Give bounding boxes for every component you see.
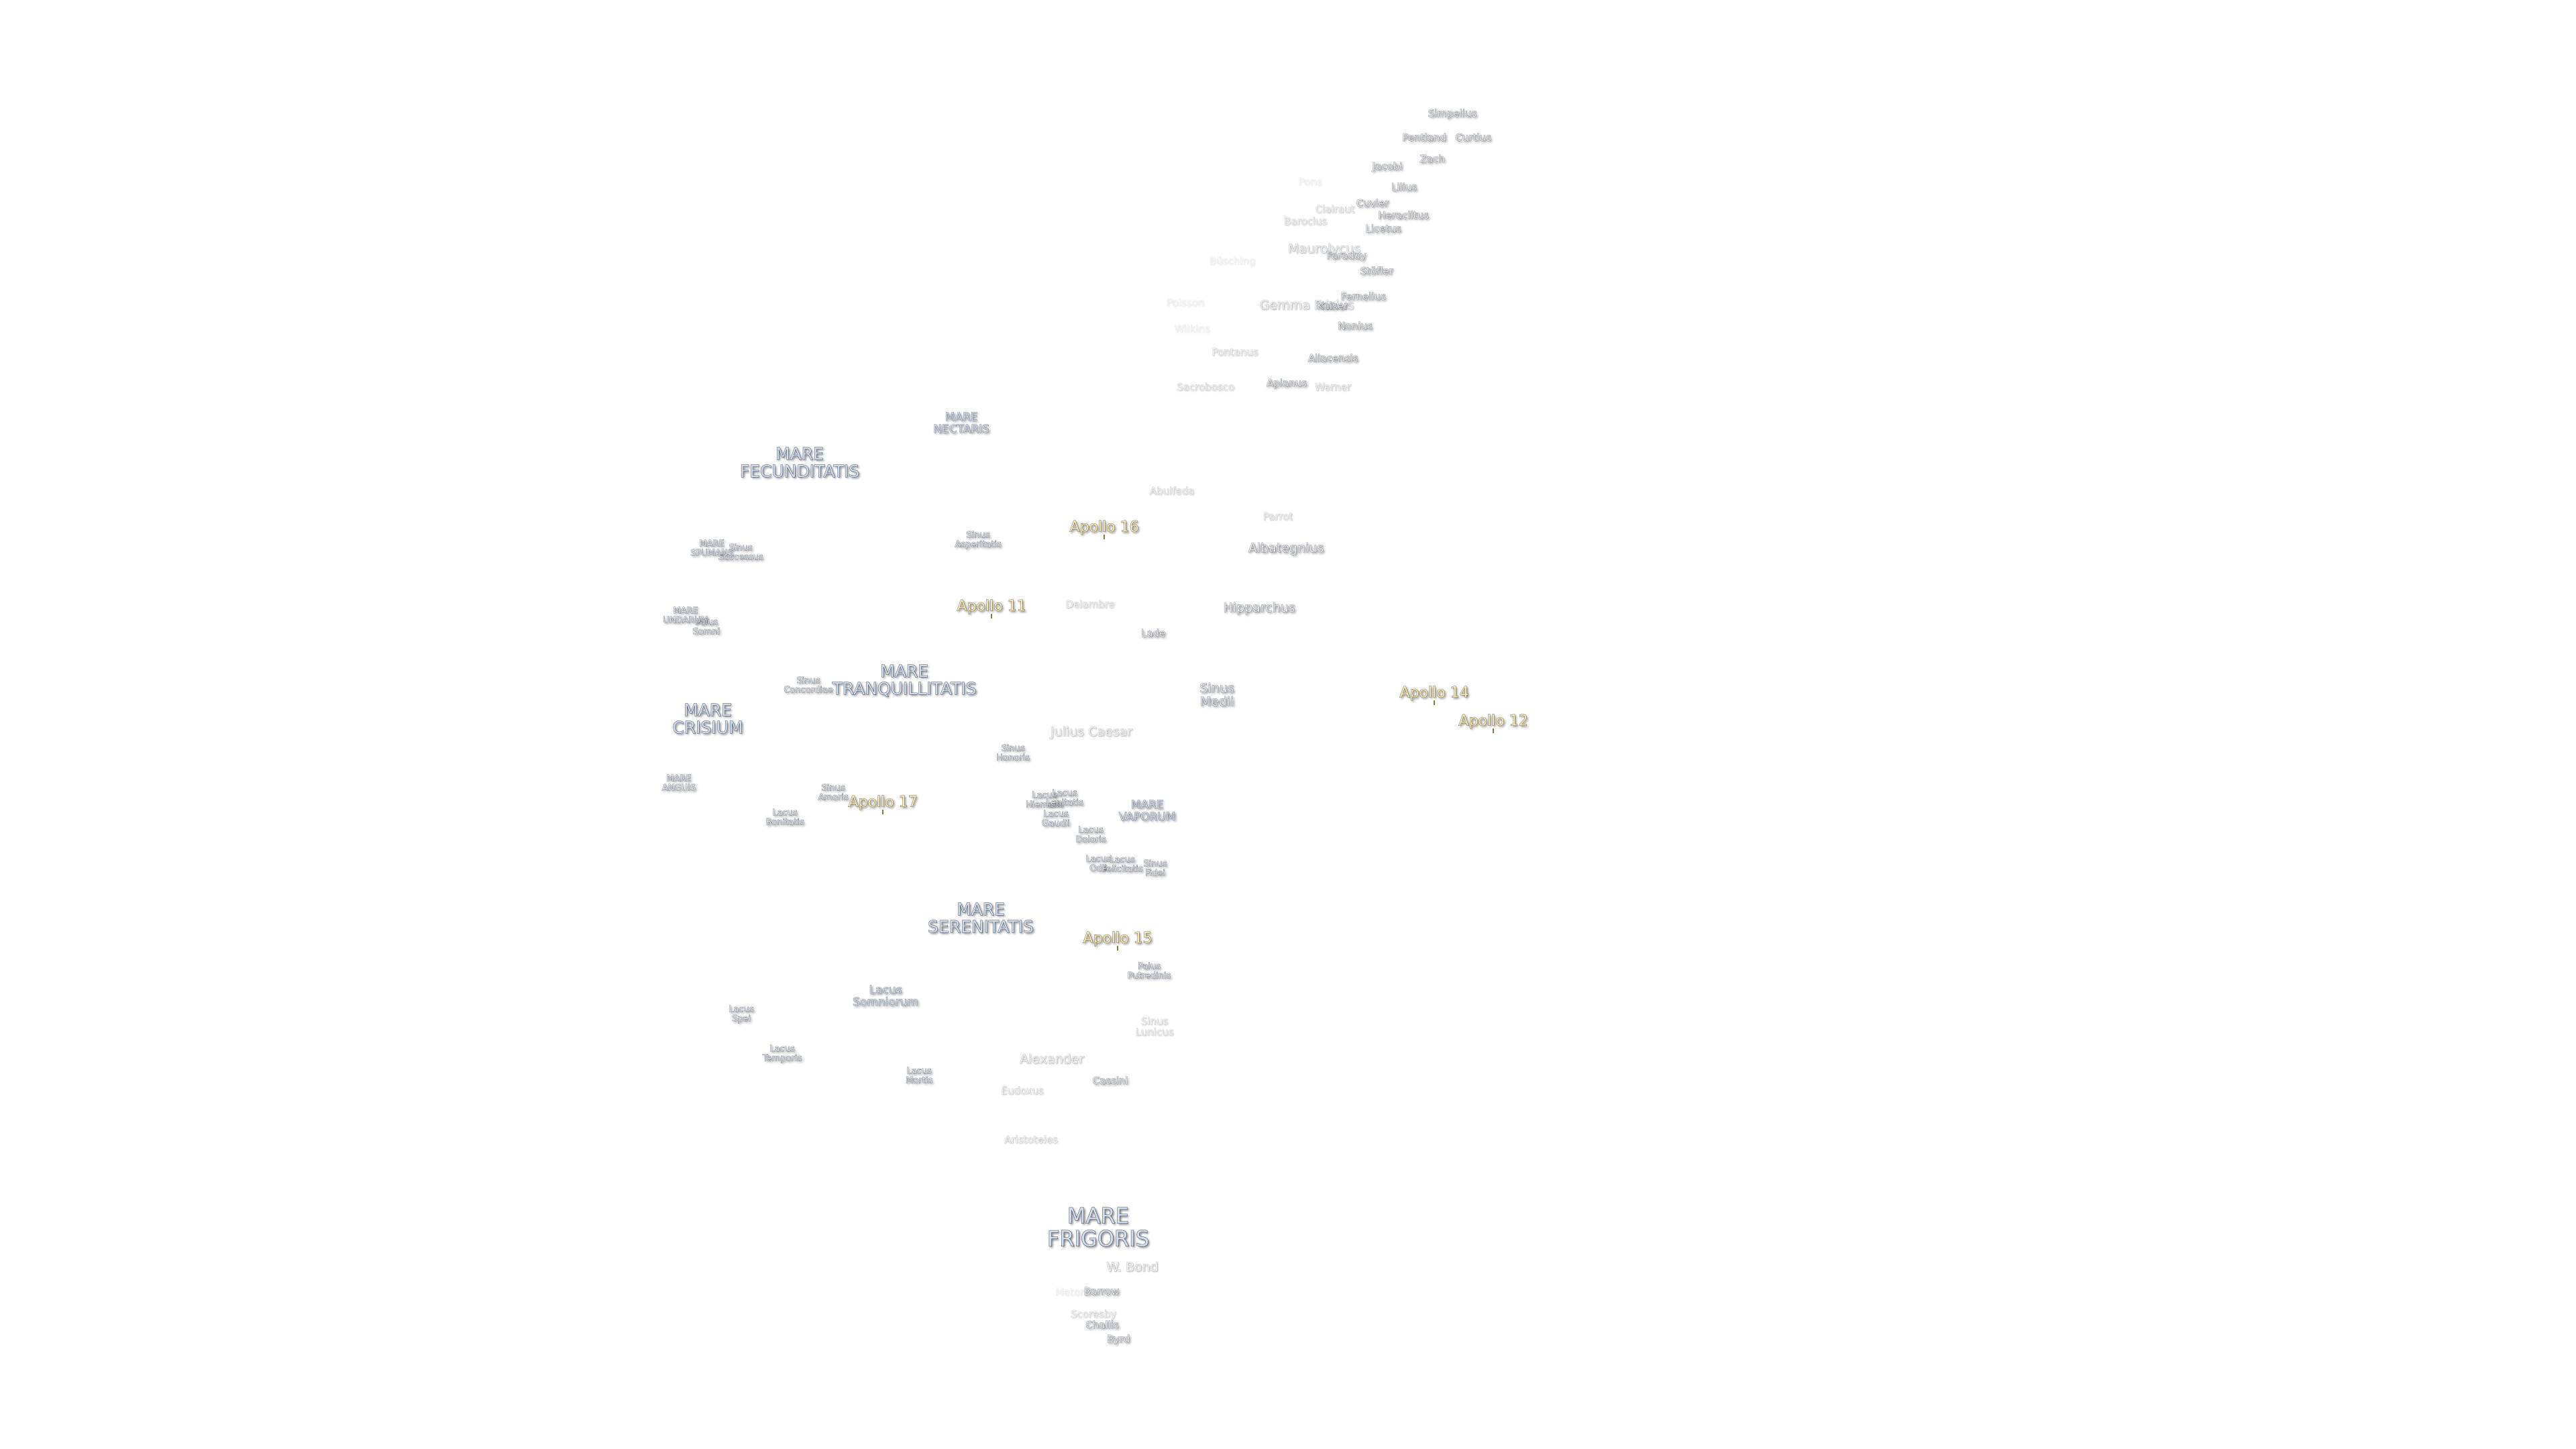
map-label-mare-fecunditatis: MARE FECUNDITATIS (739, 443, 860, 481)
map-label-barrow: Barrow (1083, 1285, 1120, 1298)
map-label-lacus-felicitatis: Lacus Felicitatis (1102, 855, 1143, 874)
landing-site-apollo-15: Apollo 15 (1083, 930, 1152, 947)
map-label-pons: Pons (1298, 176, 1322, 189)
map-label-lacus-hiemalis: Lacus Hiemalis (1025, 790, 1064, 810)
map-label-sacrobosco: Sacrobosco (1177, 381, 1234, 394)
landing-site-marker (1434, 700, 1435, 705)
map-label-sinus-lunicus: Sinus Lunicus (1135, 1015, 1174, 1038)
map-label-jacobi: Jacobi (1372, 160, 1403, 173)
map-label-lacus-odii: Lacus Odii (1085, 854, 1111, 873)
map-label-barocius: Barocius (1283, 215, 1328, 228)
map-label-delambre: Delambre (1065, 598, 1115, 611)
map-label-aliacensis: Aliacensis (1307, 352, 1358, 365)
map-label-werner: Werner (1315, 381, 1351, 394)
map-label-pontanus: Pontanus (1212, 346, 1258, 359)
map-label-abulfeda: Abulfeda (1149, 485, 1195, 498)
map-label-lade: Lade (1140, 627, 1166, 640)
landing-site-marker (1493, 729, 1494, 733)
map-label-heraclitus: Heraclitus (1378, 209, 1429, 222)
map-label-julius-caesar: Julius Caesar (1050, 724, 1133, 740)
landing-site-apollo-16: Apollo 16 (1069, 519, 1139, 536)
landing-site-apollo-11: Apollo 11 (957, 598, 1026, 615)
landing-site-apollo-17: Apollo 17 (848, 794, 918, 811)
map-label-lacus-bonitatis: Lacus Bonitatis (765, 808, 804, 827)
map-label-kaiser: Kaiser (1316, 300, 1348, 313)
map-label-busching: Büsching (1209, 255, 1256, 268)
landing-site-marker (1117, 946, 1118, 951)
map-label-scoresby: Scoresby (1070, 1308, 1117, 1321)
map-label-lilius: Lilius (1391, 181, 1417, 194)
landing-site-apollo-12: Apollo 12 (1458, 712, 1528, 730)
map-label-sinus-asperitatis: Sinus Asperitatis (955, 530, 1002, 549)
map-label-mare-nectaris: MARE NECTARIS (933, 411, 989, 436)
map-label-clairaut: Clairaut (1315, 203, 1355, 216)
map-label-challis: Challis (1085, 1319, 1119, 1332)
map-label-lacus-mortis: Lacus Mortis (906, 1066, 933, 1085)
map-label-sinus-concordiae: Sinus Concordiae (784, 676, 833, 695)
landing-site-apollo-14: Apollo 14 (1399, 684, 1469, 702)
map-label-sinus-medii: Sinus Medii (1199, 681, 1234, 709)
map-label-lacus-somniorum: Lacus Somniorum (853, 983, 919, 1009)
map-label-curtius: Curtius (1455, 131, 1491, 144)
map-label-mare-anguis: MARE ANGUIS (661, 773, 696, 793)
map-label-lacus-spei: Lacus Spei (729, 1004, 754, 1024)
map-label-mare-serenitatis: MARE SERENITATIS (928, 899, 1034, 936)
map-label-albategnius: Albategnius (1248, 541, 1324, 556)
map-label-aristoteles: Aristoteles (1004, 1134, 1058, 1146)
landing-site-marker (991, 614, 992, 619)
map-label-fernelius: Fernelius (1340, 290, 1386, 303)
map-label-sinus-amoris: Sinus Amoris (818, 783, 849, 802)
map-label-pentland: Pentland (1402, 131, 1446, 144)
map-label-apianus: Apianus (1267, 377, 1307, 390)
map-label-alexander: Alexander (1019, 1052, 1085, 1067)
map-label-poisson: Poisson (1166, 297, 1205, 309)
landing-site-marker (1104, 535, 1105, 539)
map-label-wilkins: Wilkins (1174, 323, 1210, 335)
map-label-faraday: Faraday (1326, 250, 1366, 262)
map-label-palus-somni: Palus Somni (692, 617, 720, 637)
map-label-mare-tranquillitatis: MARE TRANQUILLITATIS (832, 661, 977, 698)
map-label-cassini: Cassini (1092, 1075, 1128, 1087)
map-label-byrd: Byrd (1106, 1333, 1130, 1346)
map-label-cuvier: Cuvier (1356, 197, 1389, 210)
landing-site-marker (882, 810, 883, 814)
map-label-zach: Zach (1419, 153, 1445, 166)
map-label-mare-vaporum: MARE VAPORUM (1118, 798, 1176, 824)
map-label-stofler: Stöfler (1360, 265, 1393, 278)
map-label-mare-crisium: MARE CRISIUM (672, 700, 743, 737)
map-label-gemma-frisius: Gemma Frisius (1259, 298, 1354, 313)
map-label-mare-frigoris: MARE FRIGORIS (1046, 1203, 1150, 1251)
map-label-sinus-fidei: Sinus Fidei (1143, 859, 1167, 878)
map-label-maurolycus: Maurolycus (1287, 241, 1361, 257)
map-label-lacus-gaudii: Lacus Gaudii (1042, 809, 1070, 828)
map-label-mare-spumans: MARE SPUMANS (690, 539, 733, 558)
map-label-licetus: Licetus (1365, 223, 1401, 235)
map-label-lacus-temporis: Lacus Temporis (762, 1044, 802, 1063)
map-label-palus-putredinis: Palus Putredinis (1127, 961, 1171, 981)
map-label-parrot: Parrot (1263, 511, 1293, 523)
map-label-meton: Meton (1055, 1286, 1087, 1299)
map-label-hipparchus: Hipparchus (1223, 600, 1295, 616)
map-label-mare-undarum: MARE UNDARUM (663, 606, 708, 625)
map-label-lacus-lenitatis: Lacus Lenitatis (1046, 788, 1083, 808)
map-label-lacus-doloris: Lacus Doloris (1075, 825, 1106, 845)
map-label-sinus-successus: Sinus Successus (718, 543, 763, 562)
map-label-sinus-honoris: Sinus Honoris (996, 743, 1030, 763)
map-label-eudoxus: Eudoxus (1001, 1085, 1044, 1097)
map-label-w-bond: W. Bond (1106, 1260, 1159, 1275)
map-label-simpelius: Simpelius (1428, 107, 1477, 120)
map-label-nonius: Nonius (1338, 320, 1373, 333)
